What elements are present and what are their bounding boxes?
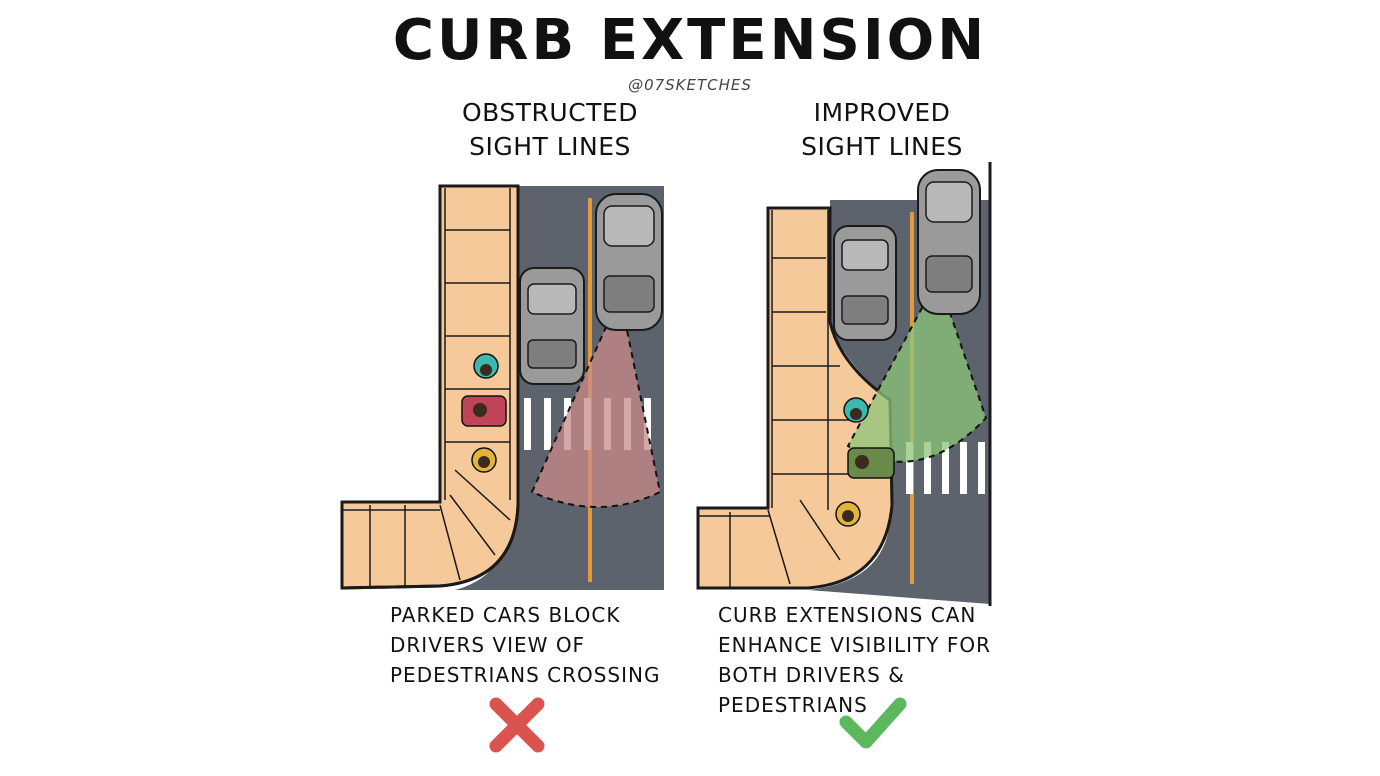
left-caption-line3: pedestrians crossing [390, 663, 661, 687]
right-caption-line2: enhance visibility for [718, 633, 992, 657]
left-heading-line2: Sight Lines [469, 132, 631, 161]
left-caption: Parked cars block drivers view of pedest… [390, 600, 710, 690]
right-scene [696, 162, 992, 749]
left-scene [340, 184, 664, 753]
left-moving-car [595, 193, 663, 331]
right-pedestrians [835, 397, 895, 527]
right-parked-car [833, 225, 897, 341]
right-caption: Curb extensions can enhance visibility f… [718, 600, 1058, 720]
right-heading: Improved Sight Lines [752, 96, 1012, 164]
right-crosswalk [906, 442, 985, 494]
left-sidewalk [340, 184, 520, 590]
left-parked-car [519, 267, 585, 385]
right-caption-line1: Curb extensions can [718, 603, 977, 627]
green-check-icon [839, 697, 907, 749]
diagram-title: Curb Extension [392, 8, 988, 73]
left-caption-line2: drivers view of [390, 633, 586, 657]
red-x-icon [489, 697, 545, 753]
right-sidewalk [696, 206, 894, 590]
left-sight-cone [530, 292, 662, 508]
right-heading-line1: Improved [813, 98, 951, 127]
author-handle: @07SKETCHES [628, 76, 752, 94]
right-moving-car [917, 169, 981, 315]
left-heading: Obstructed Sight Lines [420, 96, 680, 164]
left-heading-line1: Obstructed [462, 98, 638, 127]
right-heading-line2: Sight Lines [801, 132, 963, 161]
right-caption-line3: both drivers & pedestrians [718, 663, 905, 717]
left-caption-line1: Parked cars block [390, 603, 621, 627]
left-pedestrians [461, 353, 507, 473]
